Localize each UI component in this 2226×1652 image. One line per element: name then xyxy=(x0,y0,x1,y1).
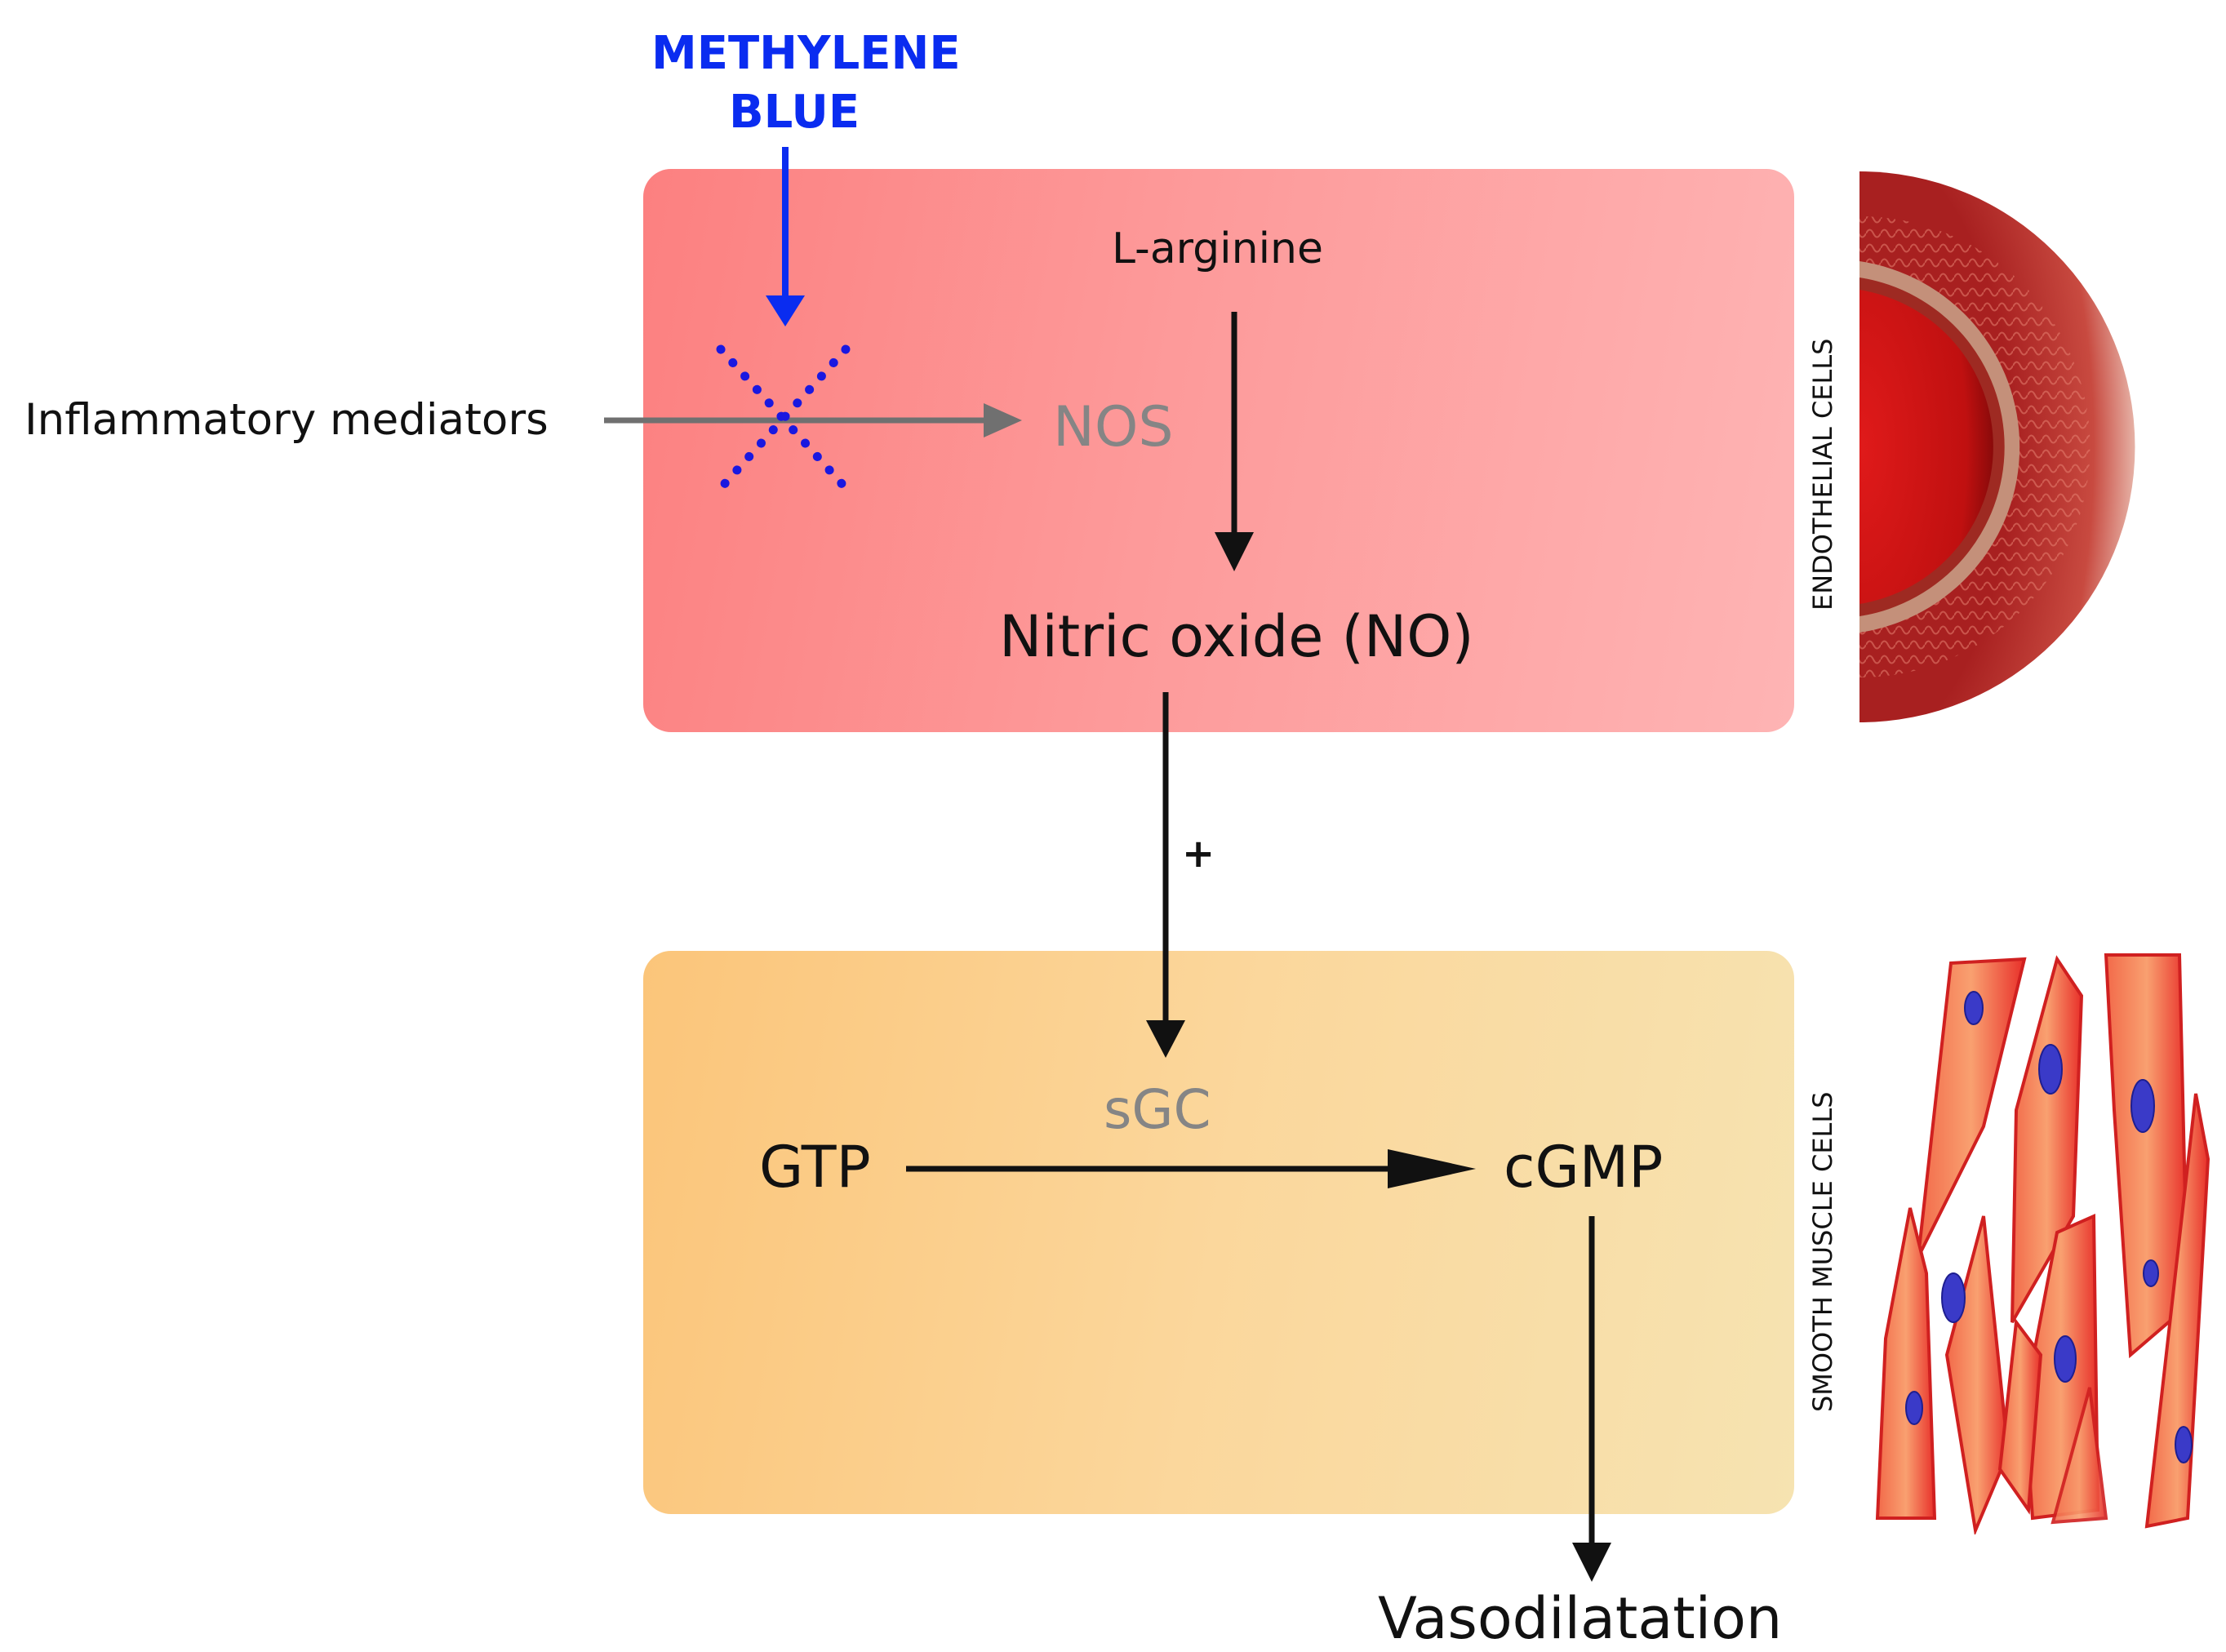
smooth-muscle-cells-side-label: SMOOTH MUSCLE CELLS xyxy=(1807,1091,1838,1412)
cgmp-to-vasodilatation-arrow xyxy=(1572,1216,1611,1582)
methylene-blue-label-line1: METHYLENE xyxy=(651,27,961,80)
vasodilatation-label: Vasodilatation xyxy=(1378,1585,1783,1652)
sgc-label: sGC xyxy=(1104,1078,1211,1141)
endothelial-cell-box xyxy=(643,169,1794,732)
inhibition-x-icon xyxy=(716,344,851,493)
larginine-to-no-arrow xyxy=(1215,312,1254,571)
l-arginine-label: L-arginine xyxy=(1112,224,1323,273)
stimulation-sign: + xyxy=(1182,831,1215,877)
smooth-muscle-cell-box xyxy=(643,951,1794,1514)
cgmp-label: cGMP xyxy=(1504,1134,1664,1201)
inflammatory-mediators-label: Inflammatory mediators xyxy=(24,395,549,445)
methylene-blue-label-line2: BLUE xyxy=(729,86,860,139)
endothelial-cells-side-label: ENDOTHELIAL CELLS xyxy=(1807,338,1838,611)
gtp-to-cgmp-arrow xyxy=(906,1149,1476,1188)
smooth-muscle-cells-illustration xyxy=(1875,953,2210,1534)
inflammatory-to-nos-arrow xyxy=(604,403,1022,437)
blood-vessel-illustration xyxy=(1859,171,2135,722)
nitric-oxide-label: Nitric oxide (NO) xyxy=(999,603,1474,670)
nos-label: NOS xyxy=(1053,395,1174,460)
methylene-blue-arrow xyxy=(766,147,805,326)
gtp-label: GTP xyxy=(759,1134,871,1201)
cell-nuclei xyxy=(1905,991,2193,1463)
no-to-sgc-arrow xyxy=(1146,692,1185,1058)
